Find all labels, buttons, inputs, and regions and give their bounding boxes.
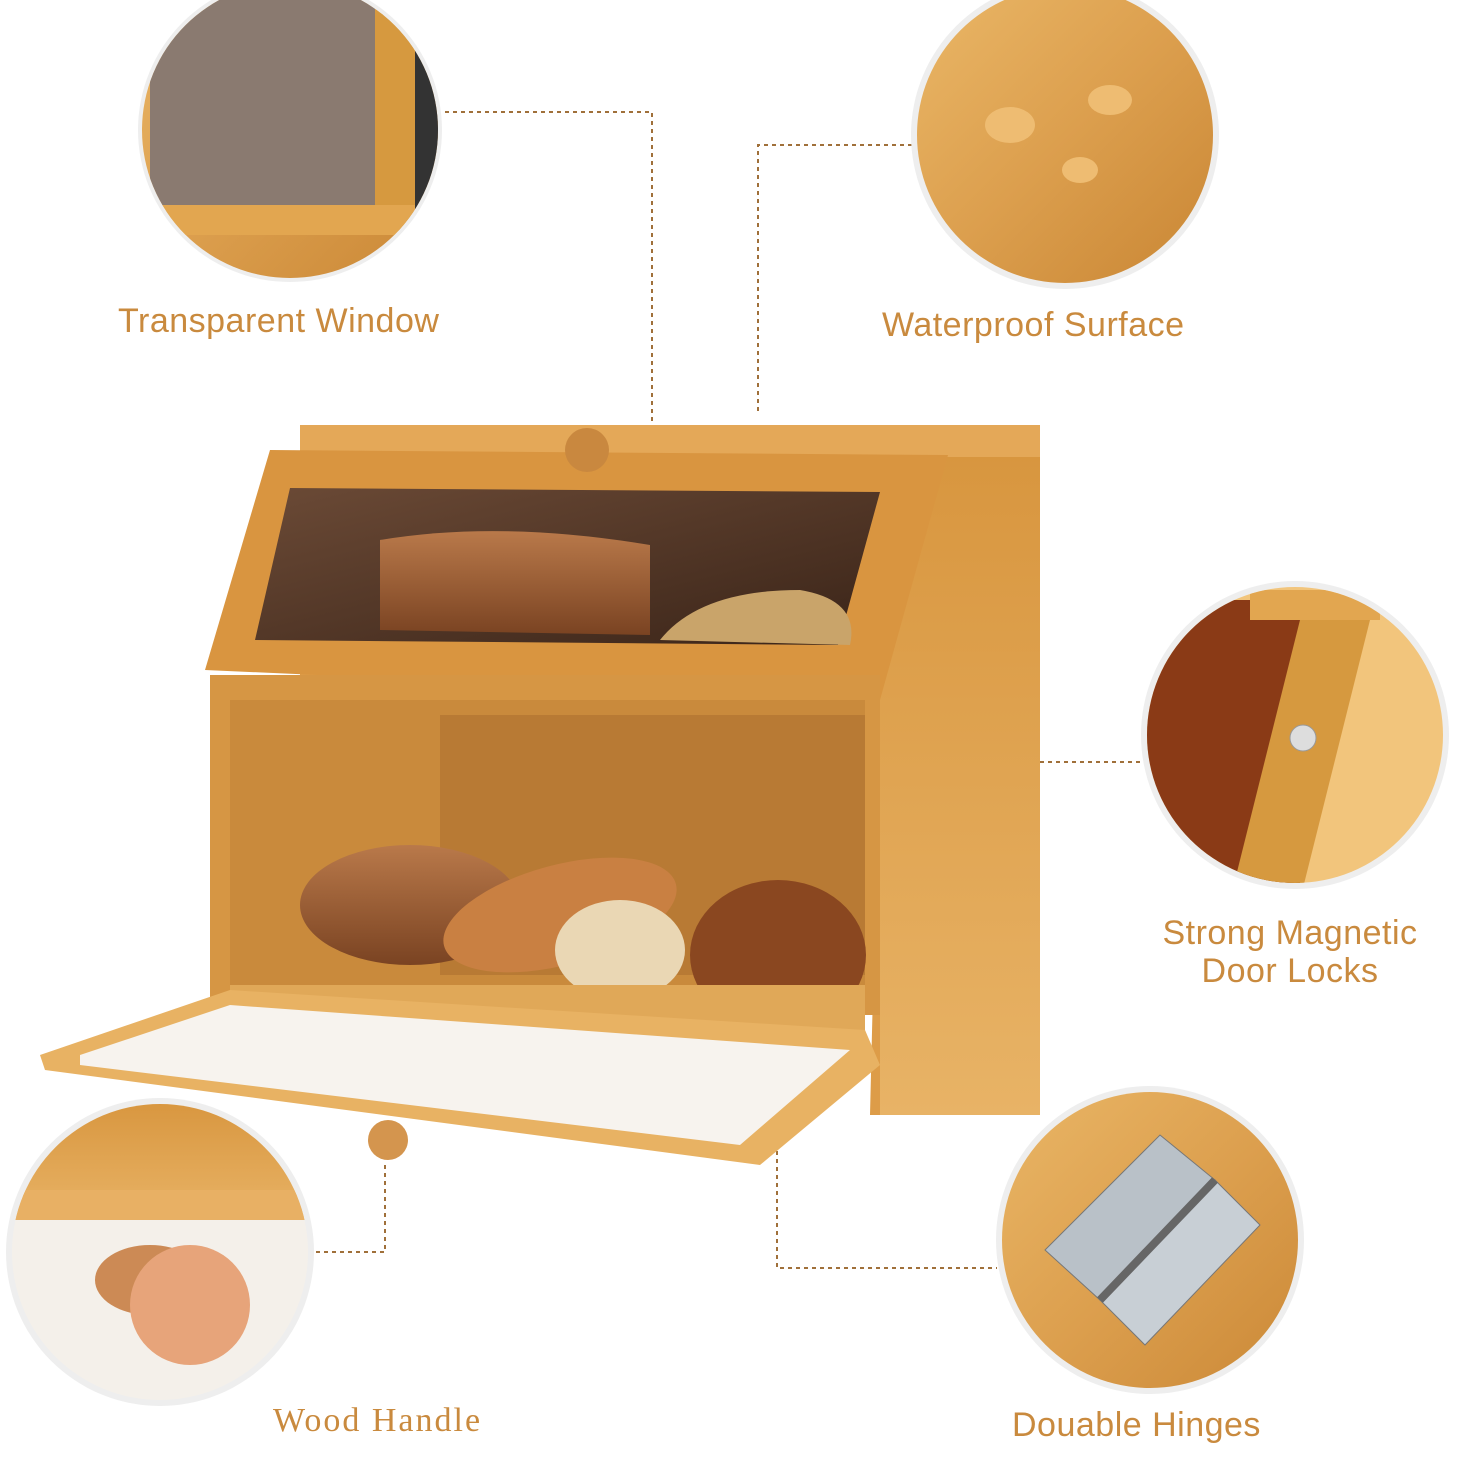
front-knob — [368, 1120, 408, 1160]
feature-label-magnetic-line1: Strong Magnetic — [1162, 914, 1418, 952]
bread-loaf — [380, 531, 650, 635]
hinge-detail-circle — [996, 1086, 1304, 1394]
feature-label-magnetic-locks: Strong Magnetic Door Locks — [1140, 914, 1440, 990]
top-knob — [565, 428, 609, 472]
leader-lines — [315, 111, 1145, 1269]
feature-label-hinges: Douable Hinges — [1012, 1406, 1261, 1444]
wood-handle-detail-circle — [6, 1098, 314, 1406]
transparent-window-detail-circle — [138, 0, 442, 282]
magnetic-lock-detail-circle — [1141, 581, 1449, 889]
feature-label-wood-handle: Wood Handle — [273, 1402, 483, 1439]
waterproof-surface-detail-circle — [911, 0, 1219, 289]
feature-label-waterproof-surface: Waterproof Surface — [882, 306, 1185, 344]
feature-label-transparent-window: Transparent Window — [118, 302, 440, 340]
feature-label-magnetic-line2: Door Locks — [1201, 952, 1379, 990]
bread-box — [40, 425, 1040, 1165]
